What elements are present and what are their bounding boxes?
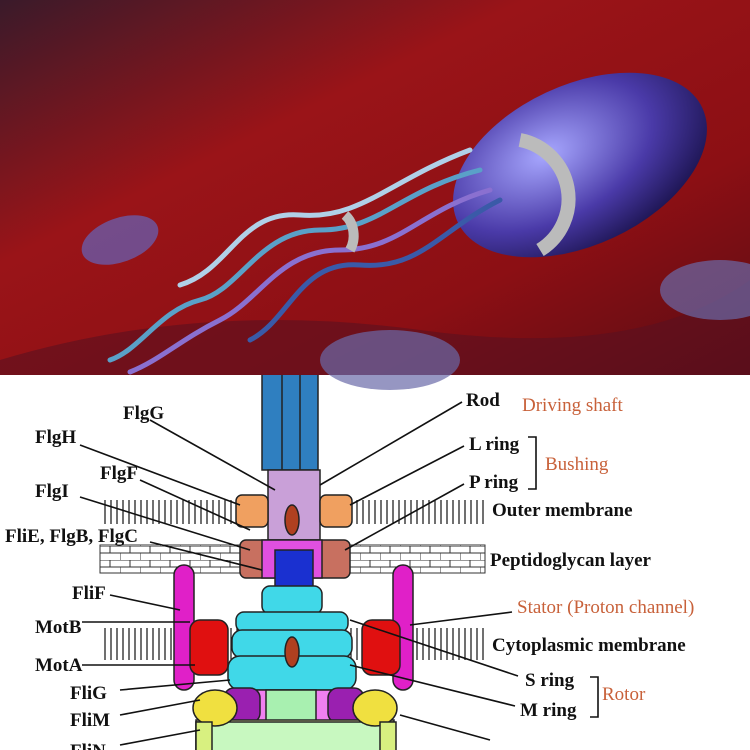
group-driving-shaft: Driving shaft [522,395,624,416]
flim-right [352,689,398,727]
label-s-ring: S ring [525,670,575,691]
label-flim: FliM [70,710,110,731]
left-labels: FlgG FlgH FlgF FlgI FliE, FlgB, FlgC Fli… [5,403,164,750]
group-rotor: Rotor [602,684,646,705]
group-bushing: Bushing [545,454,609,475]
label-mota: MotA [35,655,83,676]
group-stator: Stator (Proton channel) [517,597,694,618]
label-flgh: FlgH [35,427,76,448]
label-cytoplasmic-membrane: Cytoplasmic membrane [492,635,686,656]
label-m-ring: M ring [520,700,577,721]
ms-ring [261,585,323,615]
motor [173,375,414,750]
leader-lines [79,401,599,746]
label-flgg: FlgG [123,403,164,424]
bacterium-illustration [0,0,750,390]
label-flgi: FlgI [35,481,69,502]
label-flgf: FlgF [100,463,138,484]
label-l-ring: L ring [469,434,520,455]
label-peptidoglycan-layer: Peptidoglycan layer [490,550,652,571]
label-flif: FliF [72,583,106,604]
l-ring-right [319,494,353,528]
right-labels: Rod L ring P ring Outer membrane Peptido… [466,390,694,721]
label-flin: FliN [70,741,106,750]
label-motb: MotB [35,617,82,638]
hook [261,375,319,471]
label-flig: FliG [70,683,107,704]
label-outer-membrane: Outer membrane [492,500,633,521]
flim-left [192,689,238,727]
l-ring-left [235,494,269,528]
mota-right [361,619,401,676]
mota-left [189,619,229,676]
label-rod: Rod [466,390,500,411]
label-p-ring: P ring [469,472,519,493]
label-flie-flgb-flgc: FliE, FlgB, FlgC [5,526,138,547]
